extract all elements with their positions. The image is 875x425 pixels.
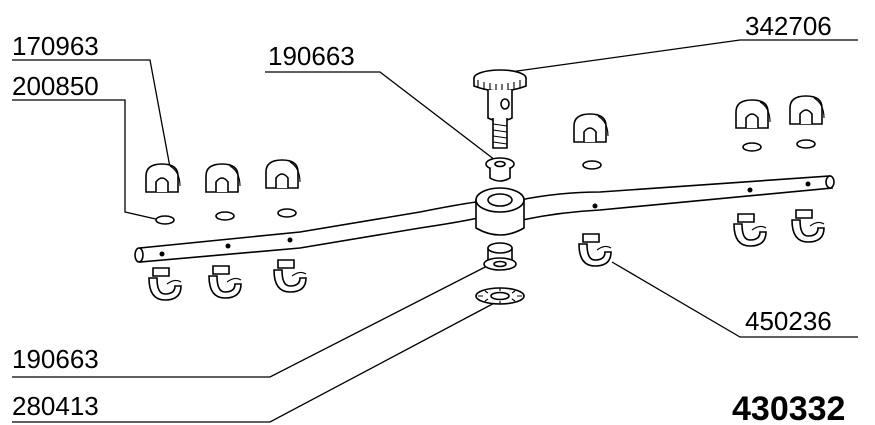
- nozzle-caps-top: [145, 95, 825, 193]
- washer-280413: [475, 287, 525, 305]
- assembly-number: 430332: [732, 390, 845, 425]
- screw-342706: [473, 69, 527, 149]
- label-190663-top: 190663: [268, 41, 355, 71]
- label-342706: 342706: [745, 11, 832, 41]
- label-450236: 450236: [745, 306, 832, 336]
- bushing-190663-top: [485, 157, 515, 182]
- bushing-190663-bottom: [483, 242, 517, 271]
- leader-lines: [12, 39, 858, 423]
- o-rings: [155, 139, 816, 225]
- spray-arm: [134, 175, 835, 263]
- label-200850: 200850: [12, 71, 99, 101]
- clips-450236: [148, 209, 825, 301]
- label-190663-bottom: 190663: [12, 344, 99, 374]
- label-170963: 170963: [12, 31, 99, 61]
- label-280413: 280413: [12, 391, 99, 421]
